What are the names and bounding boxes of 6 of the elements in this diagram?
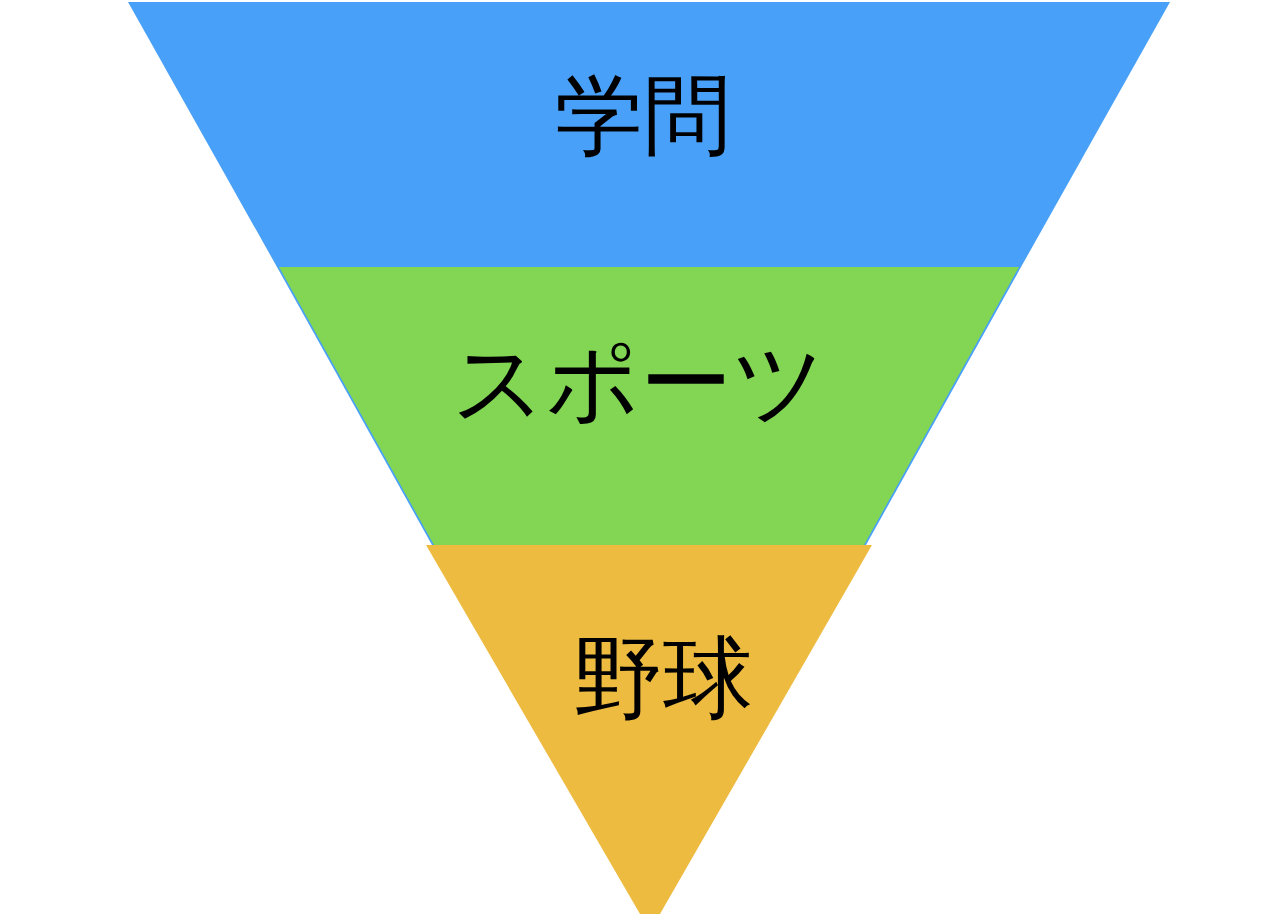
band-label: 学問 — [555, 72, 731, 160]
funnel-band — [277, 267, 1021, 545]
band-label: スポーツ — [452, 337, 826, 429]
funnel-band — [426, 545, 872, 914]
funnel-band — [128, 2, 1170, 267]
band-label: 野球 — [573, 633, 753, 723]
